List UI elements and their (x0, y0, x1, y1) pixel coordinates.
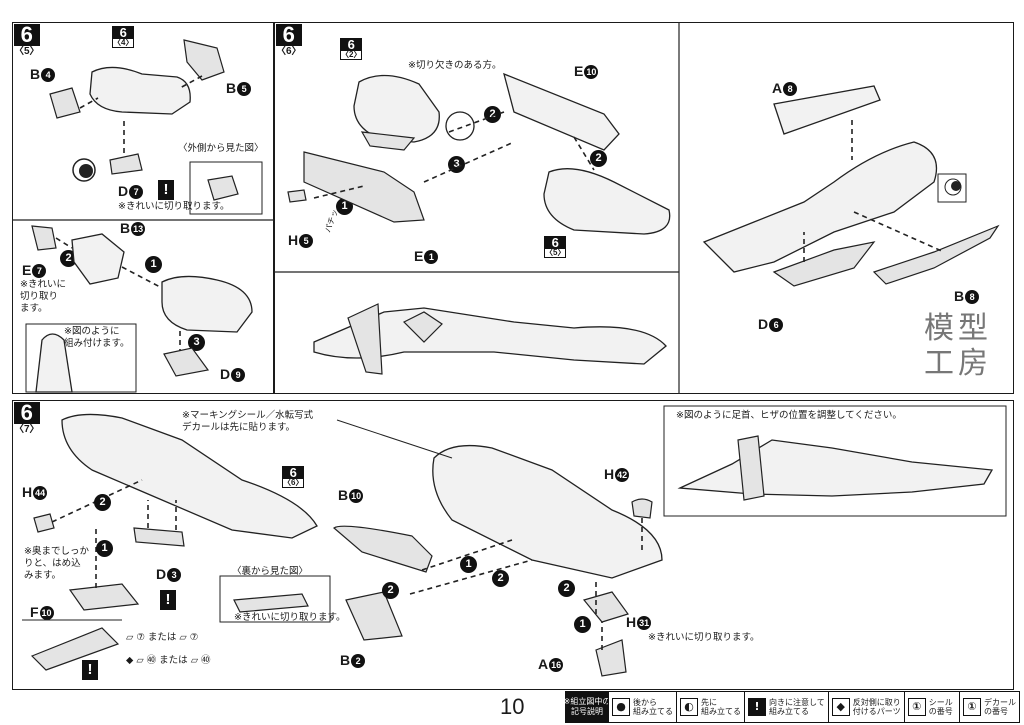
legend-decal-number: ① デカール の番号 (959, 692, 1019, 722)
seal-7-note: ▱ ⑦ または ▱ ⑦ (126, 632, 199, 643)
panel-6-7-artwork (22, 405, 1007, 677)
assemble-note: ※図のように 組み付けます。 (64, 326, 130, 349)
step-number-2b: 2 (590, 150, 607, 167)
seal-icon-2: ▱ (136, 655, 147, 666)
page-number: 10 (500, 694, 525, 719)
step-badge-6-5: 6 〈5〉 (14, 22, 40, 57)
step-number-2: 2 (484, 106, 501, 123)
step-badge-6-6: 6 〈6〉 (276, 22, 302, 57)
outer-view-label: 〈外側から見た図〉 (178, 143, 264, 154)
marking-note: ※マーキングシール／水転写式 デカールは先に貼ります。 (182, 410, 314, 433)
back-view-label: 〈裏から見た図〉 (232, 566, 309, 577)
e7-cut-note: ※きれいに 切り取り ます。 (20, 279, 66, 314)
decal-icon-2: ▱ (190, 655, 202, 666)
h31-cut-note: ※きれいに切り取ります。 (648, 632, 760, 643)
panel-6-6-artwork (274, 22, 1000, 394)
deep-fit-note: ※奥までしっか りと、はめ込 みます。 (24, 546, 89, 581)
d3-cut-note: ※きれいに切り取ります。 (234, 612, 346, 623)
orientation-warning-icon: ! (158, 180, 174, 200)
step-number-1c: 1 (574, 616, 591, 633)
step-badge-6-7: 6 〈7〉 (14, 400, 40, 435)
step-number-1b: 1 (460, 556, 477, 573)
assemble-first-icon: ◐ (680, 698, 698, 716)
decal-number-icon: ① (963, 698, 981, 716)
seal-40-note: ◆ ▱ ㊵ または ▱ ㊵ (126, 655, 211, 666)
step-number-2d: 2 (558, 580, 575, 597)
panel-6-5-artwork (12, 39, 274, 393)
orientation-warning-icon: ! (160, 590, 176, 610)
legend-heading: ※組立図中の 記号説明 (564, 692, 610, 722)
symbol-legend: ※組立図中の 記号説明 ● 後から 組み立てる ◐ 先に 組み立てる ! 向きに… (564, 691, 1020, 723)
legend-assemble-first: ◐ 先に 組み立てる (676, 692, 744, 722)
step-number-2c: 2 (492, 570, 509, 587)
legend-opposite-side: ◆ 反対側に取り 付けるパーツ (827, 692, 904, 722)
foot-adjust-note: ※図のように足首、ヒザの位置を調整してください。 (676, 410, 902, 421)
legend-assemble-later: ● 後から 組み立てる (608, 692, 676, 722)
step-number-2b: 2 (382, 582, 399, 599)
legend-orientation: ! 向きに注意して 組み立てる (744, 692, 828, 722)
opposite-side-icon: ◆ (831, 698, 850, 716)
step-number-2: 2 (94, 494, 111, 511)
step-number-3: 3 (188, 334, 205, 351)
legend-seal-number: ① シール の番号 (903, 692, 959, 722)
seal-icon: ▱ (126, 632, 137, 643)
d7-cut-note: ※きれいに切り取ります。 (118, 201, 230, 212)
seal-number-icon: ① (907, 698, 926, 716)
ref-badge-6-6: 6 〈6〉 (282, 465, 305, 488)
step-number-1: 1 (96, 540, 113, 557)
opposite-side-icon: ◆ (126, 655, 137, 666)
ref-badge-6-5: 6 〈5〉 (544, 235, 567, 258)
watermark-text: 模型 工房 (924, 311, 992, 381)
decal-icon: ▱ (179, 632, 190, 643)
step-number-1: 1 (145, 256, 162, 273)
orientation-warning-icon-2: ! (82, 660, 98, 680)
assemble-later-icon: ● (612, 698, 630, 716)
ref-badge-6-2: 6 〈2〉 (340, 37, 363, 60)
ref-badge-6-4: 6 〈4〉 (112, 25, 135, 48)
notch-note: ※切り欠きのある方。 (408, 60, 502, 71)
orientation-icon: ! (748, 698, 766, 716)
